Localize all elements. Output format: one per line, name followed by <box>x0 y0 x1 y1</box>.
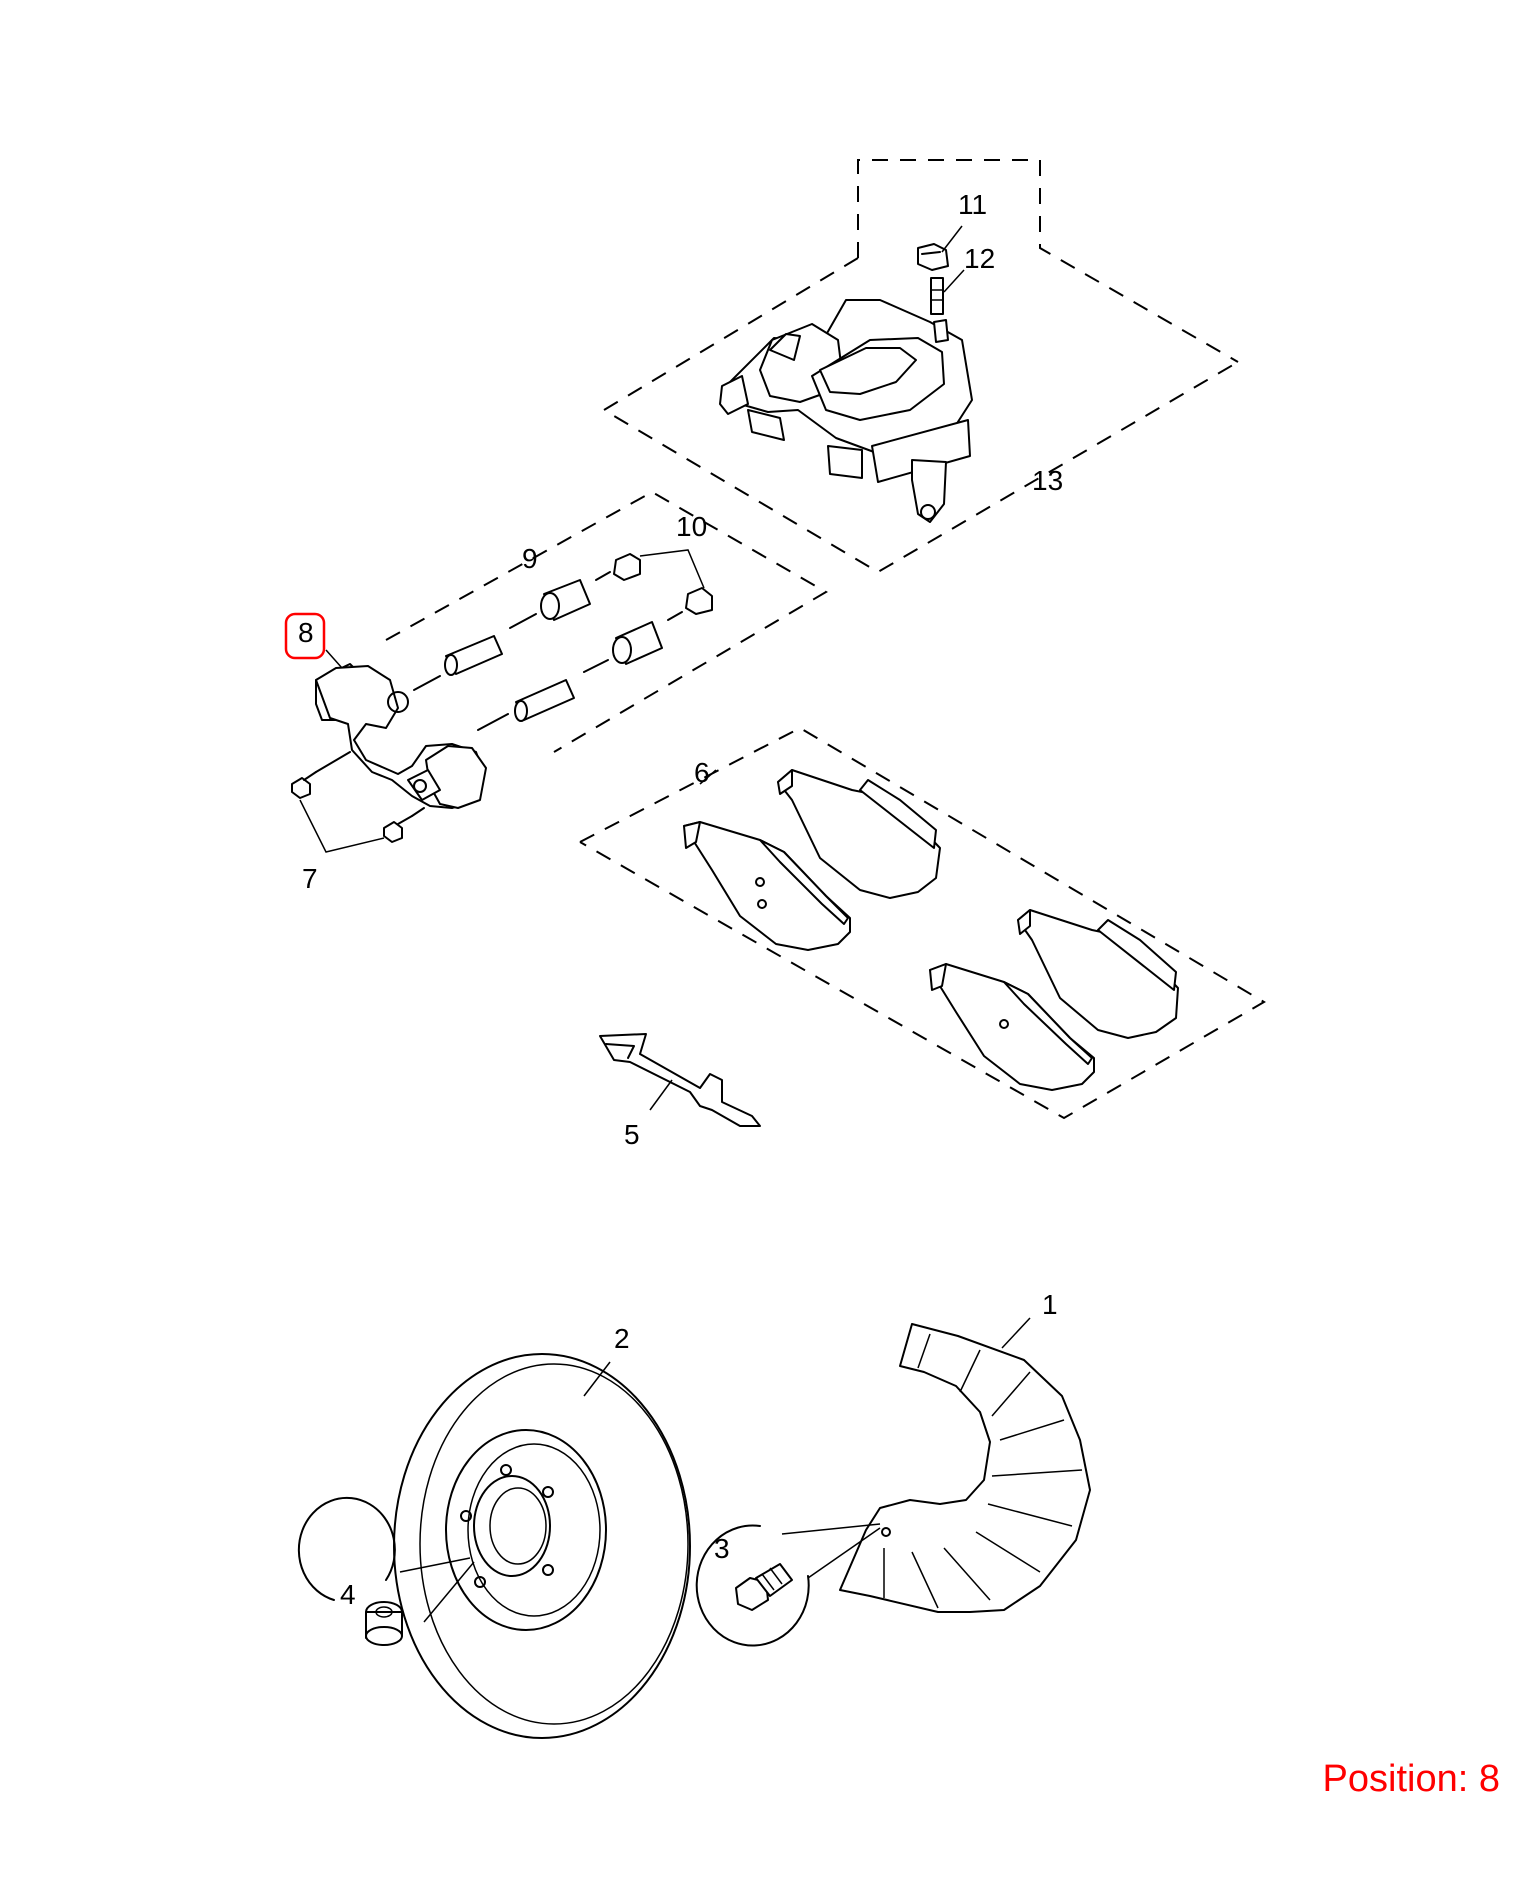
pin-axis-lower-b <box>583 659 609 673</box>
guide-bushing-upper-part[interactable] <box>540 579 591 621</box>
leader-10 <box>639 549 705 589</box>
brake-pad-1-part[interactable] <box>777 769 941 899</box>
leader-5 <box>649 1079 673 1111</box>
callout-5: 5 <box>624 1119 640 1150</box>
brake-disc-part[interactable] <box>393 1353 691 1739</box>
bolt-axis-lower <box>411 807 425 817</box>
callout-6: 6 <box>694 757 710 788</box>
callout-1: 1 <box>1042 1289 1058 1320</box>
leader-7 <box>299 799 385 853</box>
leader-2 <box>583 1361 611 1397</box>
brake-pad-4-part[interactable] <box>929 963 1095 1091</box>
highlight-box <box>284 612 326 660</box>
bleeder-screw-part[interactable] <box>930 277 944 315</box>
callout-12: 12 <box>964 243 995 274</box>
shield-bolt-part[interactable] <box>735 1563 793 1611</box>
leader-6 <box>699 769 717 785</box>
callout-4: 4 <box>340 1579 356 1610</box>
callout-2: 2 <box>614 1323 630 1354</box>
shield-bolt-detail <box>695 1523 881 1647</box>
callout-8[interactable]: 8 <box>298 617 314 648</box>
brake-caliper-part[interactable] <box>719 299 973 523</box>
callout-3: 3 <box>714 1533 730 1564</box>
carrier-bolt-lower-part[interactable] <box>383 815 413 843</box>
brake-pad-3-part[interactable] <box>1017 909 1179 1039</box>
callout-13: 13 <box>1032 465 1063 496</box>
brake-pad-2-part[interactable] <box>683 821 851 951</box>
callout-11: 11 <box>958 189 987 220</box>
leader-11 <box>941 225 963 253</box>
pin-axis-upper-c <box>595 571 611 581</box>
guide-pin-group-outline <box>385 490 828 753</box>
guide-bushing-lower-part[interactable] <box>612 621 663 665</box>
guide-cap-upper-part[interactable] <box>613 553 641 581</box>
guide-pin-lower-part[interactable] <box>514 679 575 722</box>
pin-axis-upper-a <box>413 675 441 691</box>
brake-pad-group-outline <box>579 726 1266 1120</box>
pin-axis-lower-a <box>477 713 509 731</box>
caliper-group-outline <box>602 159 1239 574</box>
position-label: Position: 8 <box>1322 1758 1500 1800</box>
callout-9: 9 <box>522 543 538 574</box>
caliper-carrier-bracket-part[interactable] <box>315 663 487 809</box>
leader-1 <box>1001 1317 1031 1349</box>
disc-screw-part[interactable] <box>365 1601 403 1646</box>
guide-cap-lower-part[interactable] <box>685 587 713 615</box>
disc-screw-detail <box>297 1496 475 1623</box>
pin-axis-upper-b <box>509 613 537 629</box>
bolt-axis-upper <box>315 751 351 773</box>
pin-axis-lower-c <box>667 611 683 621</box>
carrier-bolt-upper-part[interactable] <box>291 771 317 799</box>
dust-cap-part[interactable] <box>917 243 949 271</box>
splash-shield-part[interactable] <box>839 1323 1091 1613</box>
anti-rattle-spring-part[interactable] <box>599 1033 761 1127</box>
guide-pin-upper-part[interactable] <box>444 635 503 676</box>
callout-7: 7 <box>302 863 318 894</box>
leader-8 <box>325 649 343 669</box>
leader-12 <box>943 269 965 293</box>
callout-10: 10 <box>676 511 707 542</box>
